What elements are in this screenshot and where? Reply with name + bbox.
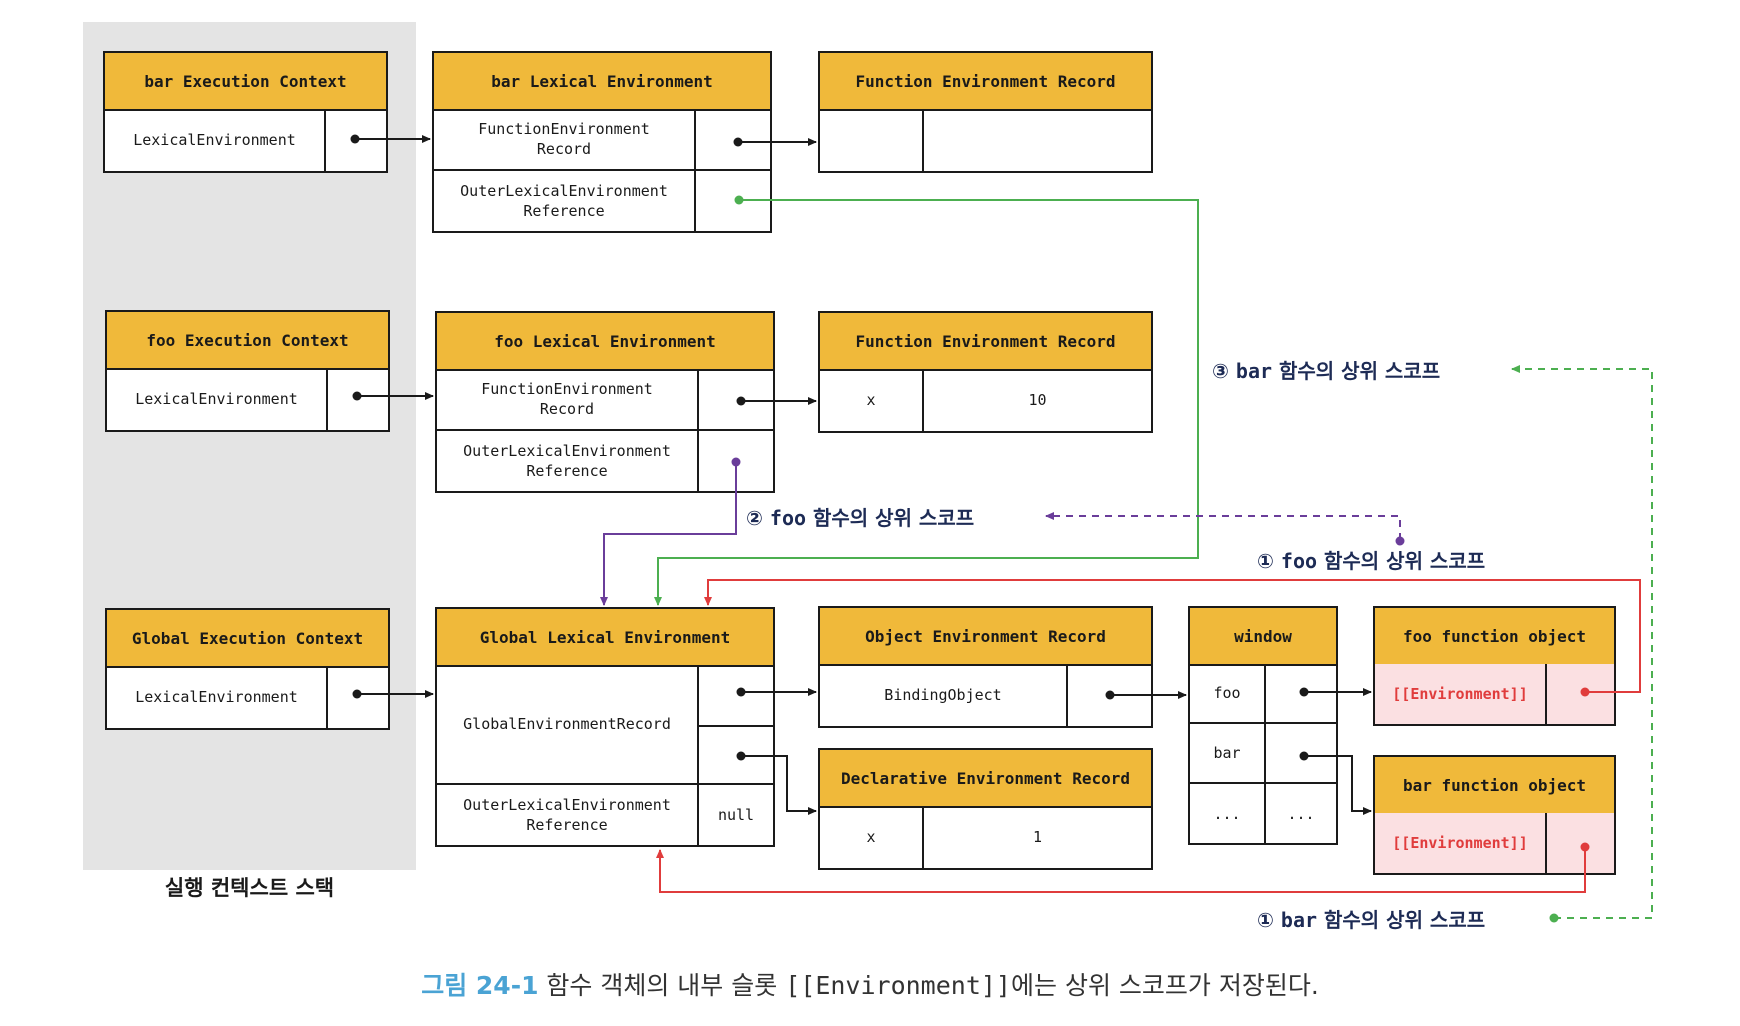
arrow-bar-environment-to-global xyxy=(656,847,1586,893)
annotation-number: ① xyxy=(1257,908,1274,932)
annotation-function-name: foo xyxy=(769,506,807,530)
bar-execution-context: bar Execution Context LexicalEnvironment xyxy=(103,51,388,173)
annotation-text: 함수의 상위 스코프 xyxy=(813,506,975,530)
object-environment-record: Object Environment Record BindingObject xyxy=(818,606,1153,728)
dot-bar-outer xyxy=(734,195,744,205)
arrow-global-record-to-declarative-er xyxy=(741,755,817,815)
bar-environment-slot-value xyxy=(1547,813,1614,873)
window-row-bar: bar xyxy=(1213,744,1241,762)
dot-global-ec xyxy=(352,689,362,699)
dot-bar-environment xyxy=(1580,842,1590,852)
annotation-bar-upper-scope-1: ① bar 함수의 상위 스코프 xyxy=(1257,904,1485,933)
bar-ec-lexical-environment-label: LexicalEnvironment xyxy=(133,131,296,149)
arrow-foo-environment-to-global xyxy=(704,579,1641,693)
dashed-bar-scope-link xyxy=(1511,365,1653,919)
bar-function-object-title: bar function object xyxy=(1375,757,1614,815)
annotation-function-name: bar xyxy=(1235,359,1273,383)
global-environment-record-label: GlobalEnvironmentRecord xyxy=(463,715,671,733)
declarative-er-value: 1 xyxy=(1032,828,1043,846)
dot-foo-scope-link xyxy=(1395,536,1405,546)
figure-caption: 그림 24-1 함수 객체의 내부 슬롯 [[Environment]]에는 상… xyxy=(0,966,1740,1002)
annotation-function-name: bar xyxy=(1280,908,1318,932)
foo-ec-lexical-environment-label: LexicalEnvironment xyxy=(135,390,298,408)
dot-bar-ec xyxy=(350,134,360,144)
global-le-outer-null: null xyxy=(717,806,755,824)
figure-number: 그림 24-1 xyxy=(421,971,539,1000)
foo-environment-slot: [[Environment]] xyxy=(1375,664,1545,724)
bar-fer-title: Function Environment Record xyxy=(820,53,1151,111)
global-execution-context-title: Global Execution Context xyxy=(107,610,388,668)
global-lexical-environment-title: Global Lexical Environment xyxy=(437,609,773,667)
window-title: window xyxy=(1190,608,1336,666)
dot-foo-outer xyxy=(731,457,741,467)
dot-foo-environment xyxy=(1580,687,1590,697)
bar-lexical-environment-title: bar Lexical Environment xyxy=(434,53,770,111)
annotation-number: ② xyxy=(746,506,763,530)
dot-foo-ec xyxy=(352,391,362,401)
foo-lexical-environment: foo Lexical Environment FunctionEnvironm… xyxy=(435,311,775,493)
declarative-environment-record: Declarative Environment Record x 1 xyxy=(818,748,1153,870)
foo-function-object-title: foo function object xyxy=(1375,608,1614,666)
dot-window-foo xyxy=(1299,687,1309,697)
global-lexical-environment: Global Lexical Environment GlobalEnviron… xyxy=(435,607,775,847)
global-le-outer-reference-label: OuterLexicalEnvironment Reference xyxy=(463,796,671,834)
bar-le-outer-reference-label: OuterLexicalEnvironment Reference xyxy=(460,182,668,220)
dot-bar-scope-link xyxy=(1549,913,1559,923)
foo-fer-value: 10 xyxy=(1028,391,1047,409)
annotation-text: 함수의 상위 스코프 xyxy=(1324,908,1486,932)
dot-binding-object xyxy=(1105,690,1115,700)
annotation-function-name: foo xyxy=(1280,549,1318,573)
declarative-er-title: Declarative Environment Record xyxy=(820,750,1151,808)
dot-global-record-declarative xyxy=(736,751,746,761)
binding-object-label: BindingObject xyxy=(884,686,1002,704)
annotation-number: ③ xyxy=(1212,359,1229,383)
window-row-foo: foo xyxy=(1213,684,1241,702)
dashed-foo-scope-link xyxy=(1045,512,1401,540)
dot-window-bar xyxy=(1299,751,1309,761)
dot-bar-le-fer xyxy=(733,137,743,147)
arrow-window-bar-to-bar-fn xyxy=(1304,755,1372,815)
object-er-title: Object Environment Record xyxy=(820,608,1151,666)
foo-execution-context: foo Execution Context LexicalEnvironment xyxy=(105,310,390,432)
foo-lexical-environment-title: foo Lexical Environment xyxy=(437,313,773,371)
annotation-bar-upper-scope-3: ③ bar 함수의 상위 스코프 xyxy=(1212,355,1440,384)
foo-execution-context-title: foo Execution Context xyxy=(107,312,388,370)
bar-le-function-environment-record-label: FunctionEnvironment Record xyxy=(478,120,650,158)
bar-lexical-environment: bar Lexical Environment FunctionEnvironm… xyxy=(432,51,772,233)
window-value-ellipsis: ... xyxy=(1287,804,1315,823)
dot-global-record-object xyxy=(736,687,746,697)
arrow-bar-outer-to-global xyxy=(654,199,1199,606)
foo-fer-key: x xyxy=(866,391,876,409)
annotation-foo-upper-scope-2: ② foo 함수의 상위 스코프 xyxy=(746,502,974,531)
caption-text-after: 에는 상위 스코프가 저장된다. xyxy=(1011,971,1319,1000)
global-ec-lexical-environment-label: LexicalEnvironment xyxy=(135,688,298,706)
annotation-text: 함수의 상위 스코프 xyxy=(1279,359,1441,383)
declarative-er-key: x xyxy=(866,828,876,846)
window-object: window foo bar ... ... xyxy=(1188,606,1338,845)
foo-le-outer-reference-label: OuterLexicalEnvironment Reference xyxy=(463,442,671,480)
bar-execution-context-title: bar Execution Context xyxy=(105,53,386,111)
bar-function-object: bar function object [[Environment]] xyxy=(1373,755,1616,875)
dot-foo-le-fer xyxy=(736,396,746,406)
annotation-foo-upper-scope-1: ① foo 함수의 상위 스코프 xyxy=(1257,545,1485,574)
bar-environment-slot: [[Environment]] xyxy=(1375,813,1545,873)
window-row-ellipsis: ... xyxy=(1213,804,1241,823)
caption-code: [[Environment]] xyxy=(785,971,1011,1000)
annotation-number: ① xyxy=(1257,549,1274,573)
annotation-text: 함수의 상위 스코프 xyxy=(1324,549,1486,573)
foo-function-object: foo function object [[Environment]] xyxy=(1373,606,1616,726)
arrow-foo-outer-to-global xyxy=(600,462,737,606)
foo-environment-slot-value xyxy=(1547,664,1614,724)
foo-fer-title: Function Environment Record xyxy=(820,313,1151,371)
caption-text-before: 함수 객체의 내부 슬롯 xyxy=(538,971,786,1000)
foo-function-environment-record: Function Environment Record x 10 xyxy=(818,311,1153,433)
global-execution-context: Global Execution Context LexicalEnvironm… xyxy=(105,608,390,730)
foo-le-function-environment-record-label: FunctionEnvironment Record xyxy=(481,380,653,418)
execution-context-stack-label: 실행 컨텍스트 스택 xyxy=(164,876,335,900)
bar-function-environment-record: Function Environment Record xyxy=(818,51,1153,173)
